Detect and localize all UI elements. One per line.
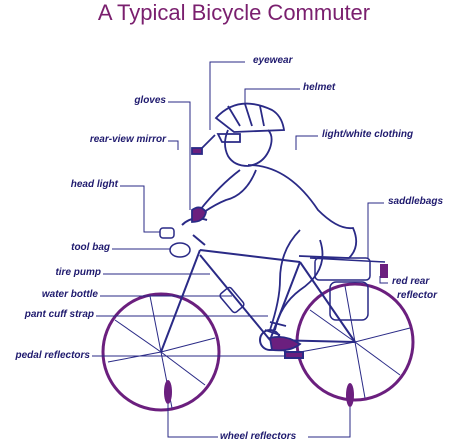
label-water-bottle: water bottle: [41, 289, 98, 300]
label-tire-pump: tire pump: [55, 267, 101, 278]
rider: [191, 102, 358, 352]
water-bottle: [219, 286, 245, 314]
rear-wheel: [101, 292, 221, 412]
bicycle-frame: [160, 217, 356, 353]
label-saddlebags: saddlebags: [388, 196, 444, 207]
label-wheel-reflectors: wheel reflectors: [220, 431, 297, 442]
leader-lines: [92, 61, 388, 438]
tool-bag: [169, 242, 191, 258]
label-light-white-clothing: light/white clothing: [322, 129, 414, 140]
diagram-title: A Typical Bicycle Commuter: [97, 0, 371, 25]
red-rear-reflector: [380, 264, 388, 278]
label-eyewear: eyewear: [253, 55, 293, 66]
head-light: [159, 227, 175, 239]
saddlebags: [309, 257, 386, 321]
label-gloves: gloves: [134, 95, 166, 106]
label-red-rear-reflector-line1: red rear: [392, 276, 430, 287]
label-red-rear-reflector-line2: reflector: [397, 290, 438, 301]
label-head-light: head light: [70, 179, 118, 190]
rear-wheel-reflector: [164, 380, 172, 404]
label-pedal-reflectors: pedal reflectors: [15, 350, 90, 361]
label-pant-cuff-strap: pant cuff strap: [24, 309, 94, 320]
front-wheel-reflector: [346, 383, 354, 407]
label-rear-view-mirror: rear-view mirror: [89, 134, 166, 145]
label-tool-bag: tool bag: [71, 242, 110, 253]
label-helmet: helmet: [303, 82, 336, 93]
